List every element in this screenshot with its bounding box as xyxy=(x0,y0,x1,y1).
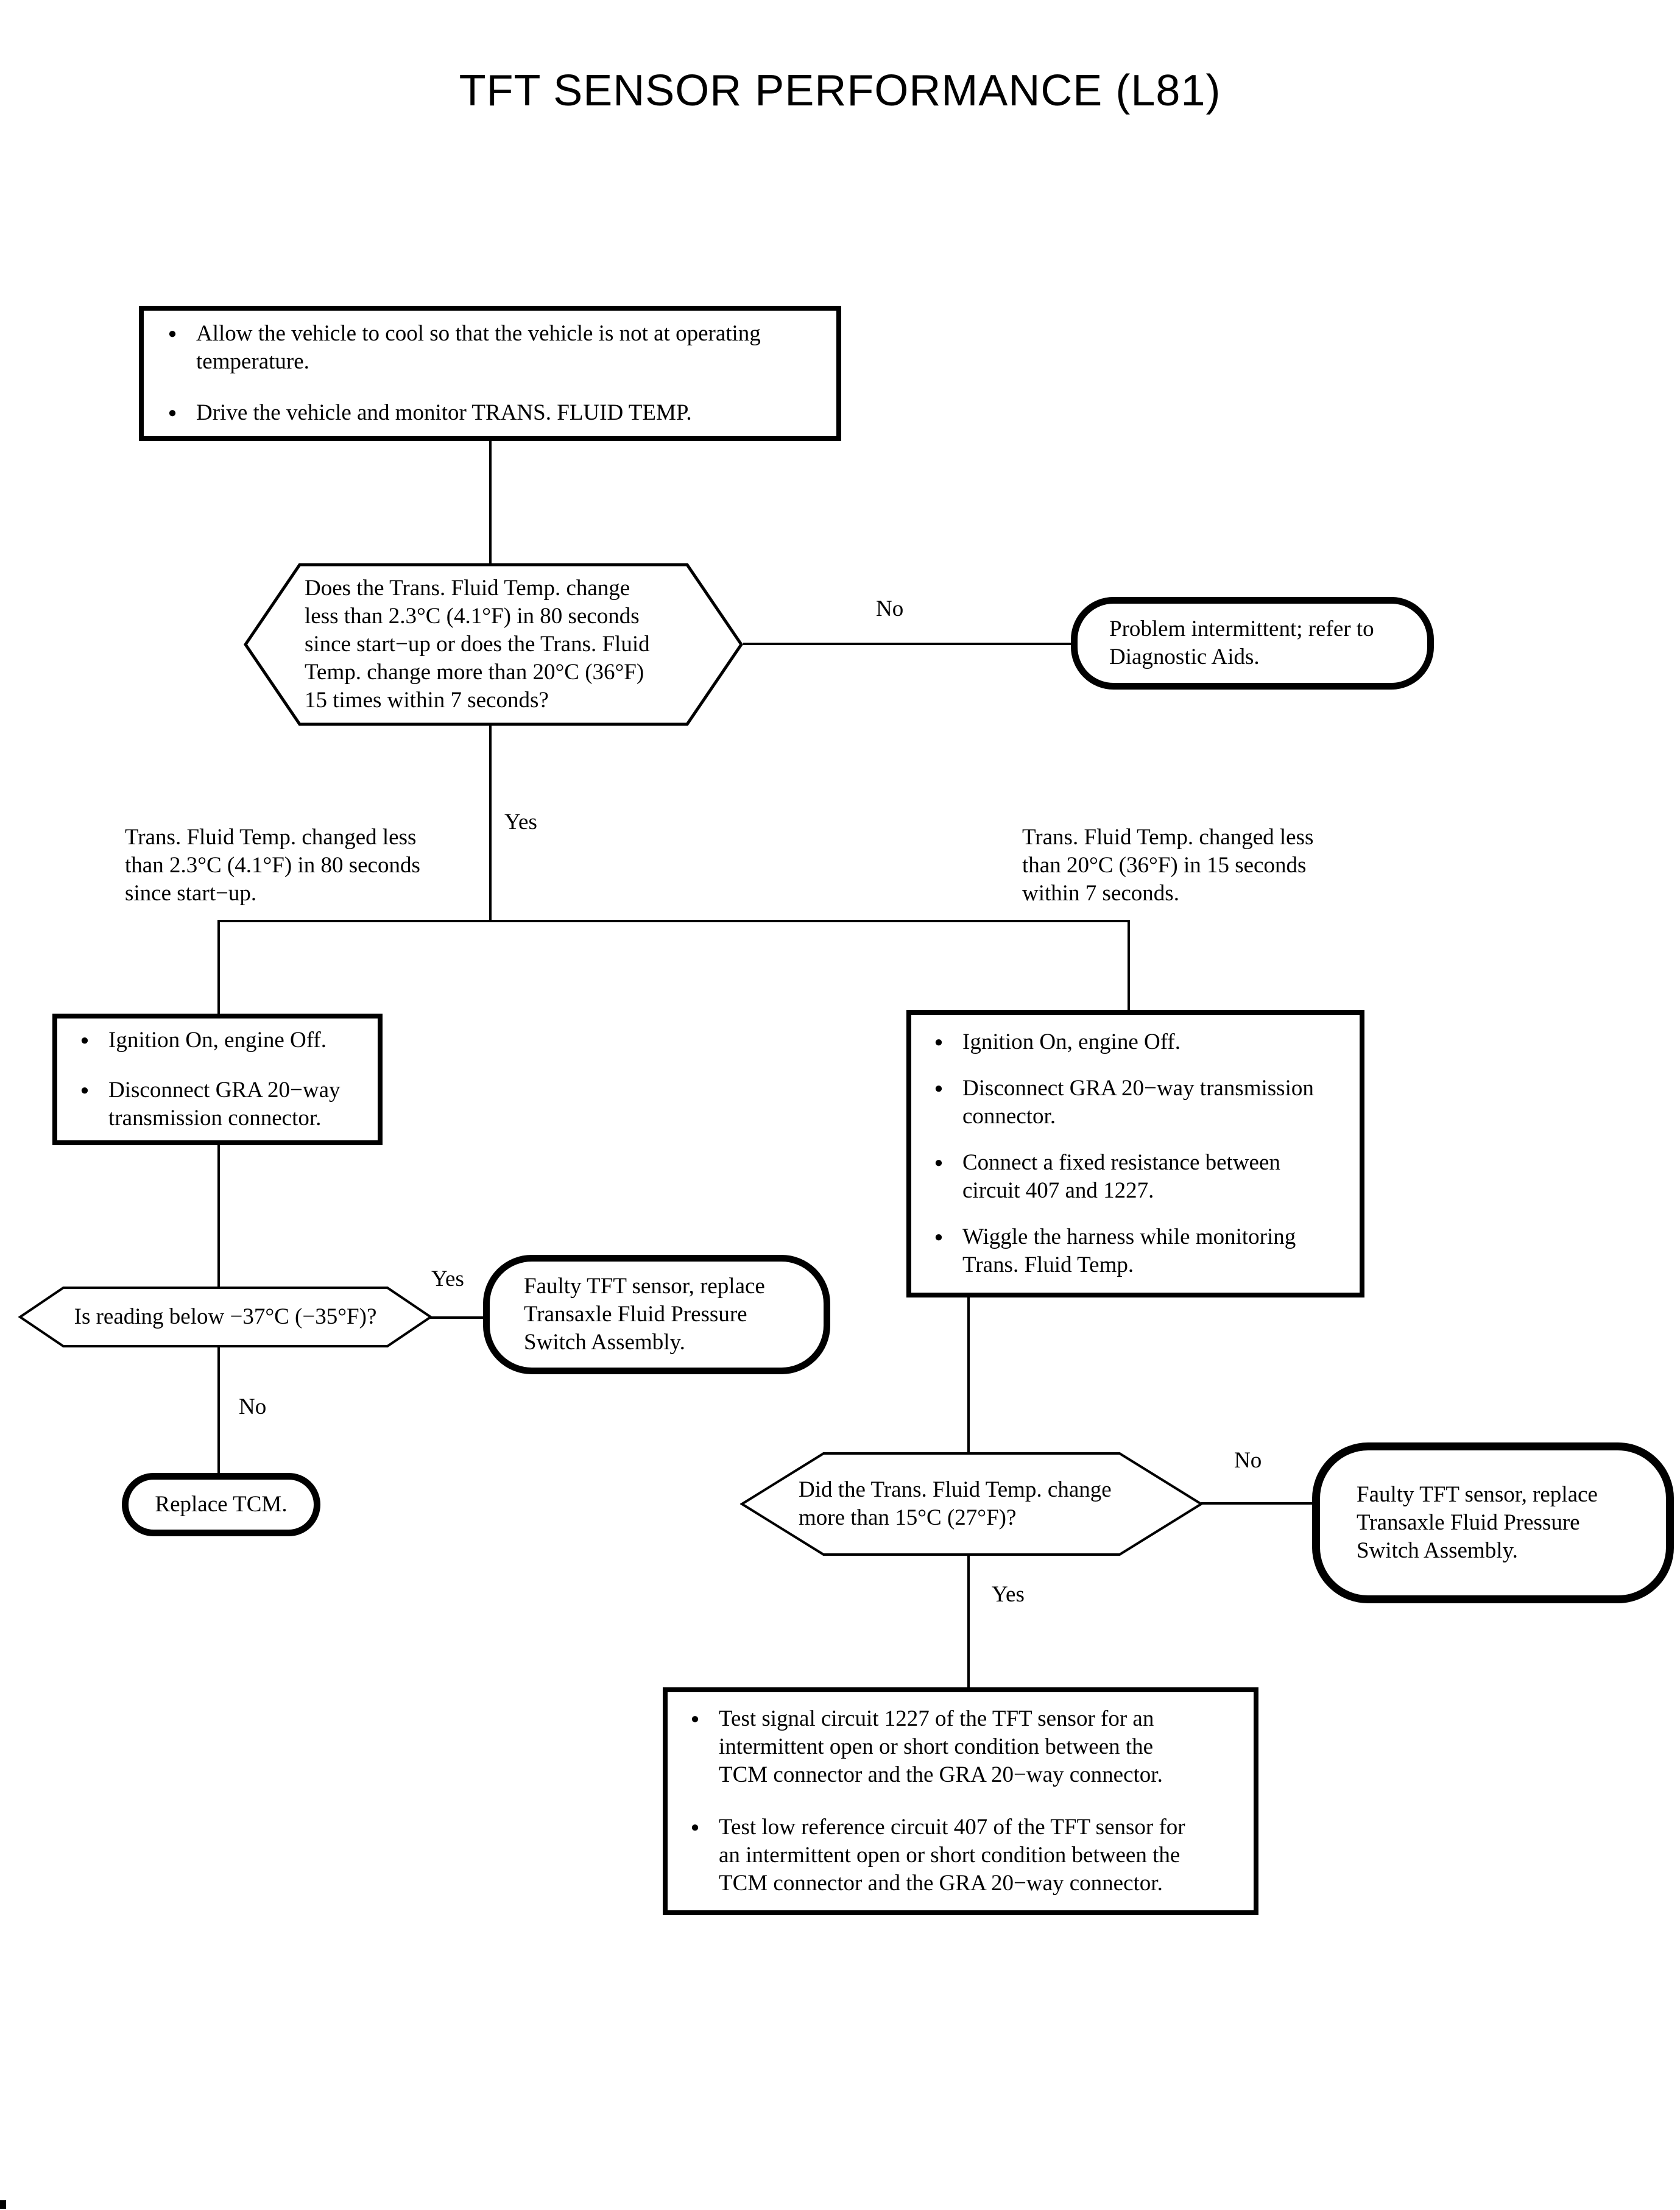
edge-label-yes-change: Yes xyxy=(992,1582,1025,1607)
decision-main-line: since start−up or does the Trans. Fluid xyxy=(305,632,650,657)
left-action-line: Ignition On, engine Off. xyxy=(108,1028,326,1053)
test-circuit-box: ● Test signal circuit 1227 of the TFT se… xyxy=(663,1687,1258,1915)
right-action-line: circuit 407 and 1227. xyxy=(962,1178,1154,1203)
edge-label-yes-main: Yes xyxy=(504,810,537,835)
test-box-line: Test signal circuit 1227 of the TFT sens… xyxy=(719,1706,1154,1731)
prep-bullet-line: Allow the vehicle to cool so that the ve… xyxy=(196,321,761,346)
bullet-icon: ● xyxy=(934,1229,944,1245)
left-action-line: Disconnect GRA 20−way xyxy=(108,1078,341,1103)
terminal-replace-tcm: Replace TCM. xyxy=(122,1473,320,1536)
list-item: ● Drive the vehicle and monitor TRANS. F… xyxy=(149,399,831,427)
connector-change-decision-yes xyxy=(967,1553,970,1689)
connector-rightbox-to-change-decision xyxy=(967,1295,970,1453)
terminal-faulty-tft-left: Faulty TFT sensor, replace Transaxle Flu… xyxy=(483,1255,830,1374)
connector-main-decision-no xyxy=(743,643,1072,645)
decision-main-hexagon: Does the Trans. Fluid Temp. change less … xyxy=(244,563,743,726)
test-box-line: intermittent open or short condition bet… xyxy=(719,1734,1154,1759)
right-action-line: Trans. Fluid Temp. xyxy=(962,1252,1134,1277)
right-action-line: Ignition On, engine Off. xyxy=(962,1029,1181,1054)
terminal-faulty-left-line: Transaxle Fluid Pressure xyxy=(524,1302,747,1327)
bullet-icon: ● xyxy=(690,1711,700,1727)
decision-change-line: more than 15°C (27°F)? xyxy=(799,1505,1017,1530)
connector-reading-decision-no xyxy=(217,1347,220,1474)
edge-label-yes-reading: Yes xyxy=(431,1266,464,1291)
branch-left-note-line: Trans. Fluid Temp. changed less xyxy=(125,825,417,850)
edge-label-no-reading: No xyxy=(239,1394,267,1419)
decision-main-line: Does the Trans. Fluid Temp. change xyxy=(305,576,630,601)
branch-left-note-line: than 2.3°C (4.1°F) in 80 seconds xyxy=(125,853,420,878)
decision-main-line: Temp. change more than 20°C (36°F) xyxy=(305,660,644,685)
branch-right-note: Trans. Fluid Temp. changed less than 20°… xyxy=(1022,824,1313,908)
bullet-icon: ● xyxy=(80,1033,90,1048)
terminal-faulty-right-line: Switch Assembly. xyxy=(1357,1538,1518,1563)
bullet-icon: ● xyxy=(690,1820,700,1835)
terminal-intermittent-line: Problem intermittent; refer to xyxy=(1109,616,1374,641)
list-item: ● Disconnect GRA 20−way transmission con… xyxy=(915,1075,1356,1131)
bullet-icon: ● xyxy=(934,1034,944,1050)
left-action-line: transmission connector. xyxy=(108,1106,322,1131)
hexagon-shape xyxy=(18,1287,432,1347)
connector-prep-to-main-decision xyxy=(489,440,492,565)
bullet-icon: ● xyxy=(80,1082,90,1098)
bullet-icon: ● xyxy=(168,326,177,342)
decision-main-line: 15 times within 7 seconds? xyxy=(305,688,549,713)
terminal-faulty-left-line: Switch Assembly. xyxy=(524,1330,685,1355)
decision-reading-line: Is reading below −37°C (−35°F)? xyxy=(74,1304,377,1329)
bullet-icon: ● xyxy=(934,1081,944,1096)
test-box-line: TCM connector and the GRA 20−way connect… xyxy=(719,1871,1163,1896)
terminal-faulty-tft-right: Faulty TFT sensor, replace Transaxle Flu… xyxy=(1312,1442,1674,1603)
list-item: ● Test low reference circuit 407 of the … xyxy=(671,1813,1250,1898)
prep-action-box: ● Allow the vehicle to cool so that the … xyxy=(139,306,841,441)
list-item: ● Disconnect GRA 20−way transmission con… xyxy=(61,1076,374,1132)
right-action-box: ● Ignition On, engine Off. ● Disconnect … xyxy=(906,1010,1364,1297)
edge-label-no-main: No xyxy=(876,596,904,621)
right-action-line: Disconnect GRA 20−way transmission xyxy=(962,1076,1314,1101)
page-title: TFT SENSOR PERFORMANCE (L81) xyxy=(459,66,1221,115)
branch-right-note-line: within 7 seconds. xyxy=(1022,881,1179,906)
connector-change-decision-no xyxy=(1201,1502,1312,1505)
left-action-box: ● Ignition On, engine Off. ● Disconnect … xyxy=(52,1014,383,1145)
connector-branch-horizontal xyxy=(217,920,1130,922)
branch-right-note-line: Trans. Fluid Temp. changed less xyxy=(1022,825,1314,850)
list-item: ● Ignition On, engine Off. xyxy=(61,1026,374,1054)
edge-label-no-change: No xyxy=(1234,1448,1262,1473)
list-item: ● Ignition On, engine Off. xyxy=(915,1028,1356,1056)
connector-leftbox-to-reading-decision xyxy=(217,1143,220,1289)
right-action-line: Connect a fixed resistance between xyxy=(962,1150,1280,1175)
connector-branch-right-drop xyxy=(1128,920,1130,1013)
hexagon-shape xyxy=(740,1452,1203,1556)
bullet-icon: ● xyxy=(934,1155,944,1171)
list-item: ● Wiggle the harness while monitoring Tr… xyxy=(915,1223,1356,1279)
decision-reading-hexagon: Is reading below −37°C (−35°F)? xyxy=(18,1287,432,1347)
terminal-problem-intermittent: Problem intermittent; refer to Diagnosti… xyxy=(1071,597,1434,690)
terminal-intermittent-line: Diagnostic Aids. xyxy=(1109,644,1260,669)
test-box-line: an intermittent open or short condition … xyxy=(719,1843,1181,1868)
connector-reading-decision-yes xyxy=(430,1316,485,1319)
prep-bullet-line: temperature. xyxy=(196,349,309,374)
hexagon-shape xyxy=(244,563,743,726)
terminal-faulty-right-line: Transaxle Fluid Pressure xyxy=(1357,1510,1580,1535)
list-item: ● Allow the vehicle to cool so that the … xyxy=(149,320,831,376)
list-item: ● Test signal circuit 1227 of the TFT se… xyxy=(671,1705,1250,1789)
list-item: ● Connect a fixed resistance between cir… xyxy=(915,1149,1356,1205)
connector-branch-left-drop xyxy=(217,920,220,1016)
connector-main-decision-yes xyxy=(489,725,492,922)
decision-change-line: Did the Trans. Fluid Temp. change xyxy=(799,1477,1112,1502)
right-action-line: Wiggle the harness while monitoring xyxy=(962,1224,1296,1249)
branch-right-note-line: than 20°C (36°F) in 15 seconds xyxy=(1022,853,1307,878)
terminal-replace-tcm-line: Replace TCM. xyxy=(155,1492,288,1517)
decision-change-hexagon: Did the Trans. Fluid Temp. change more t… xyxy=(740,1452,1203,1556)
test-box-line: TCM connector and the GRA 20−way connect… xyxy=(719,1762,1163,1787)
prep-bullet-line: Drive the vehicle and monitor TRANS. FLU… xyxy=(196,400,692,425)
decision-main-line: less than 2.3°C (4.1°F) in 80 seconds xyxy=(305,604,640,629)
test-box-line: Test low reference circuit 407 of the TF… xyxy=(719,1815,1185,1840)
branch-left-note: Trans. Fluid Temp. changed less than 2.3… xyxy=(125,824,420,908)
right-action-line: connector. xyxy=(962,1104,1056,1129)
bullet-icon: ● xyxy=(168,405,177,421)
terminal-faulty-right-line: Faulty TFT sensor, replace xyxy=(1357,1482,1598,1507)
branch-left-note-line: since start−up. xyxy=(125,881,257,906)
page-edge-mark xyxy=(0,2200,6,2209)
terminal-faulty-left-line: Faulty TFT sensor, replace xyxy=(524,1274,765,1299)
